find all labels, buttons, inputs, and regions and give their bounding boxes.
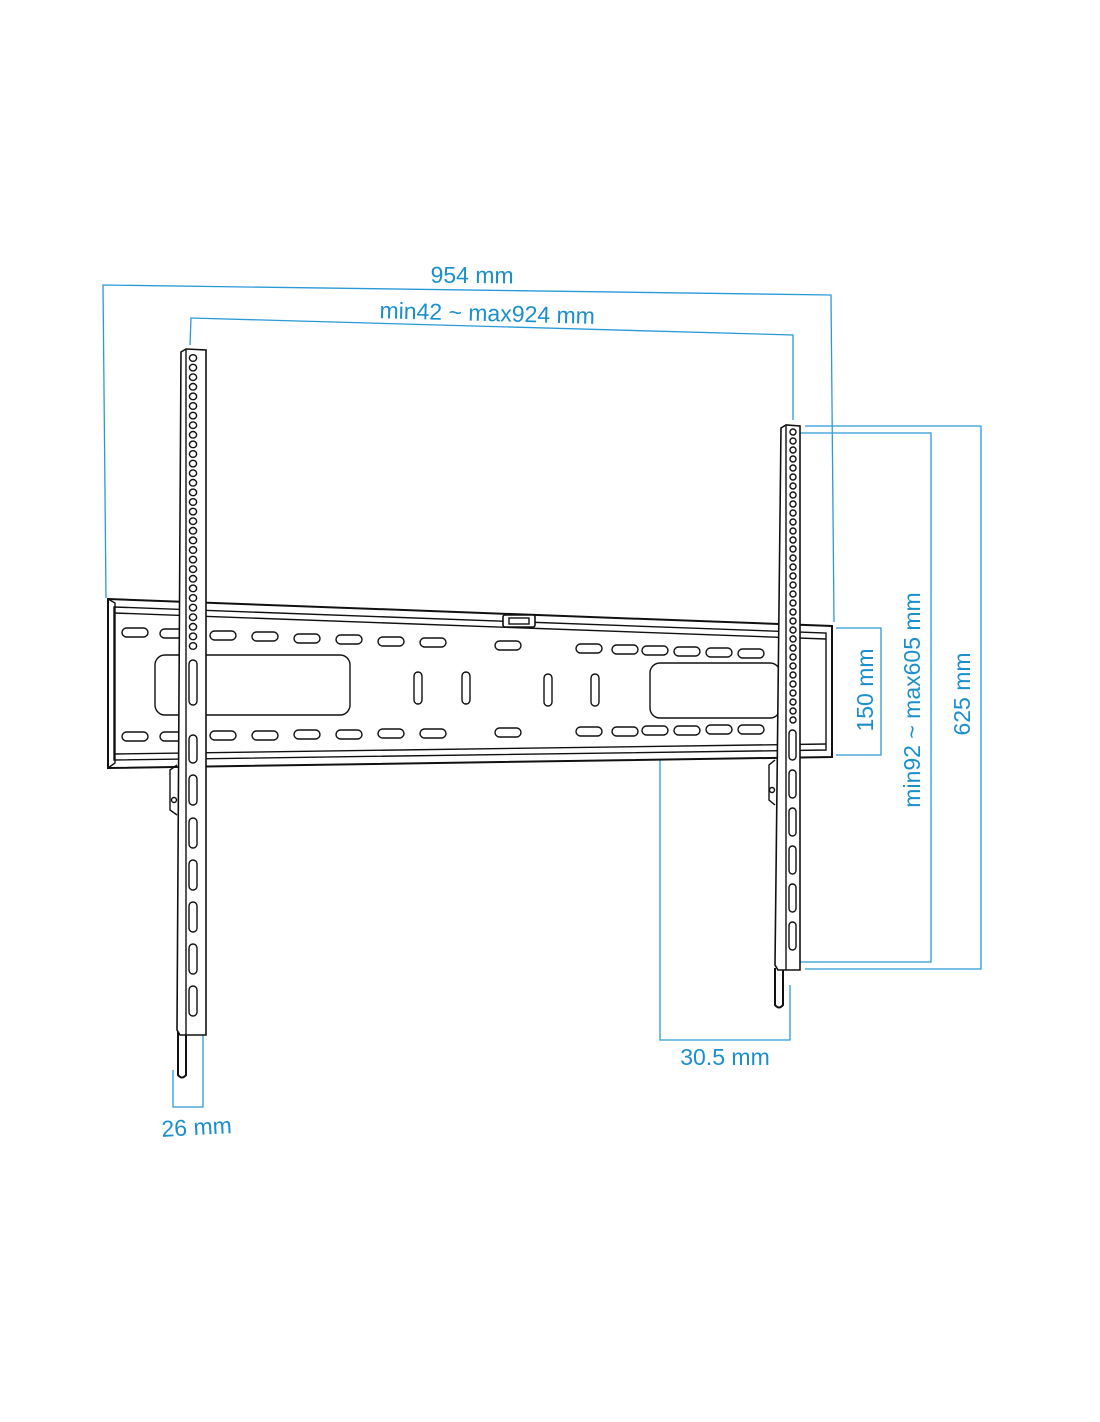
arm-hole: [789, 707, 797, 715]
arm-hole: [188, 565, 198, 574]
arm-hole: [789, 536, 797, 544]
arm-hole: [188, 498, 198, 507]
left-arm-body: [176, 348, 207, 1036]
plate-cutout-left: [154, 654, 351, 716]
arm-depth-label: 26 mm: [161, 1112, 233, 1142]
dimension-lines: [102, 284, 982, 1108]
arm-hole: [789, 689, 797, 697]
bottom-slot-row: [121, 724, 765, 742]
arm-hole: [188, 517, 198, 526]
arm-hole: [789, 590, 797, 598]
arm-hole: [188, 402, 198, 411]
arm-hole: [789, 716, 797, 724]
arm-hole: [789, 500, 797, 508]
arm-hole: [789, 473, 797, 481]
arm-hole: [789, 698, 797, 706]
arm-hole: [188, 546, 198, 555]
dimension-labels: 954 mm min42 ~ max924 mm 150 mm min92 ~ …: [161, 262, 975, 1142]
arm-hole: [188, 584, 198, 593]
arm-hole: [188, 469, 198, 478]
rail-height-dimension: [836, 627, 882, 756]
wall-depth-label: 30.5 mm: [680, 1044, 769, 1070]
arm-hole: [789, 518, 797, 526]
wall-depth-dimension: [659, 760, 791, 1041]
top-slot-row: [121, 627, 765, 659]
arm-hole: [789, 662, 797, 670]
left-mounting-arm: [169, 348, 207, 1079]
arm-hole: [188, 526, 198, 535]
right-arm-slots: [788, 729, 797, 951]
arm-hole: [188, 373, 198, 382]
arm-hole: [188, 430, 198, 439]
arm-hole: [789, 554, 797, 562]
arm-hole: [789, 437, 797, 445]
arm-hole: [789, 446, 797, 454]
arm-hole: [188, 536, 198, 545]
arm-hole: [789, 545, 797, 553]
arm-hole: [789, 671, 797, 679]
arm-hole: [188, 594, 198, 603]
arm-hole: [789, 482, 797, 490]
arm-hole: [188, 555, 198, 564]
arm-hole: [789, 599, 797, 607]
arm-hole: [789, 491, 797, 499]
overall-width-label: 954 mm: [430, 262, 513, 289]
arm-hole: [188, 622, 198, 631]
arm-hole: [188, 392, 198, 401]
arm-hole: [188, 382, 198, 391]
arm-hole: [188, 421, 198, 430]
arm-hole: [188, 603, 198, 612]
arm-hole: [188, 642, 198, 651]
arm-hole: [188, 613, 198, 622]
arm-hole: [188, 507, 198, 516]
arm-hole: [789, 428, 797, 436]
overall-height-label: 625 mm: [949, 652, 975, 735]
overall-width-dimension: [102, 284, 835, 623]
arm-hole: [789, 572, 797, 580]
arm-hole: [188, 478, 198, 487]
vertical-slots: [413, 671, 600, 707]
arm-hole: [789, 617, 797, 625]
right-mounting-arm: [768, 424, 801, 1009]
arm-hole: [789, 608, 797, 616]
arm-hole: [188, 450, 198, 459]
lock-tab: [502, 614, 536, 628]
arm-hole: [188, 459, 198, 468]
arm-hole: [789, 644, 797, 652]
arm-depth-dimension: [172, 1030, 204, 1108]
arm-hole: [789, 680, 797, 688]
wall-plate-left-cap: [107, 597, 116, 770]
left-arm-holes: [188, 354, 198, 651]
arm-hole: [789, 626, 797, 634]
wall-plate-inner-edge: [113, 606, 827, 761]
arm-hole: [188, 354, 198, 363]
arm-hole: [188, 411, 198, 420]
wall-plate: [107, 597, 833, 770]
arm-hole: [789, 563, 797, 571]
arm-hole: [789, 635, 797, 643]
vesa-horizontal-dimension: [189, 317, 794, 420]
arm-hole: [789, 527, 797, 535]
arm-hole: [188, 632, 198, 641]
arm-hole: [188, 363, 198, 372]
arm-hole: [789, 509, 797, 517]
vesa-vertical-dimension: [800, 432, 932, 963]
rail-height-label: 150 mm: [852, 648, 878, 731]
overall-height-dimension: [805, 425, 982, 970]
left-arm-slots: [188, 659, 198, 1017]
plate-cutout-right: [649, 662, 781, 719]
arm-hole: [789, 464, 797, 472]
vesa-vertical-label: min92 ~ max605 mm: [899, 592, 925, 807]
right-arm-holes: [789, 428, 797, 724]
arm-hole: [789, 455, 797, 463]
arm-hole: [789, 581, 797, 589]
arm-hole: [188, 574, 198, 583]
arm-hole: [188, 440, 198, 449]
vesa-horizontal-label: min42 ~ max924 mm: [379, 297, 595, 329]
arm-hole: [188, 488, 198, 497]
arm-hole: [789, 653, 797, 661]
